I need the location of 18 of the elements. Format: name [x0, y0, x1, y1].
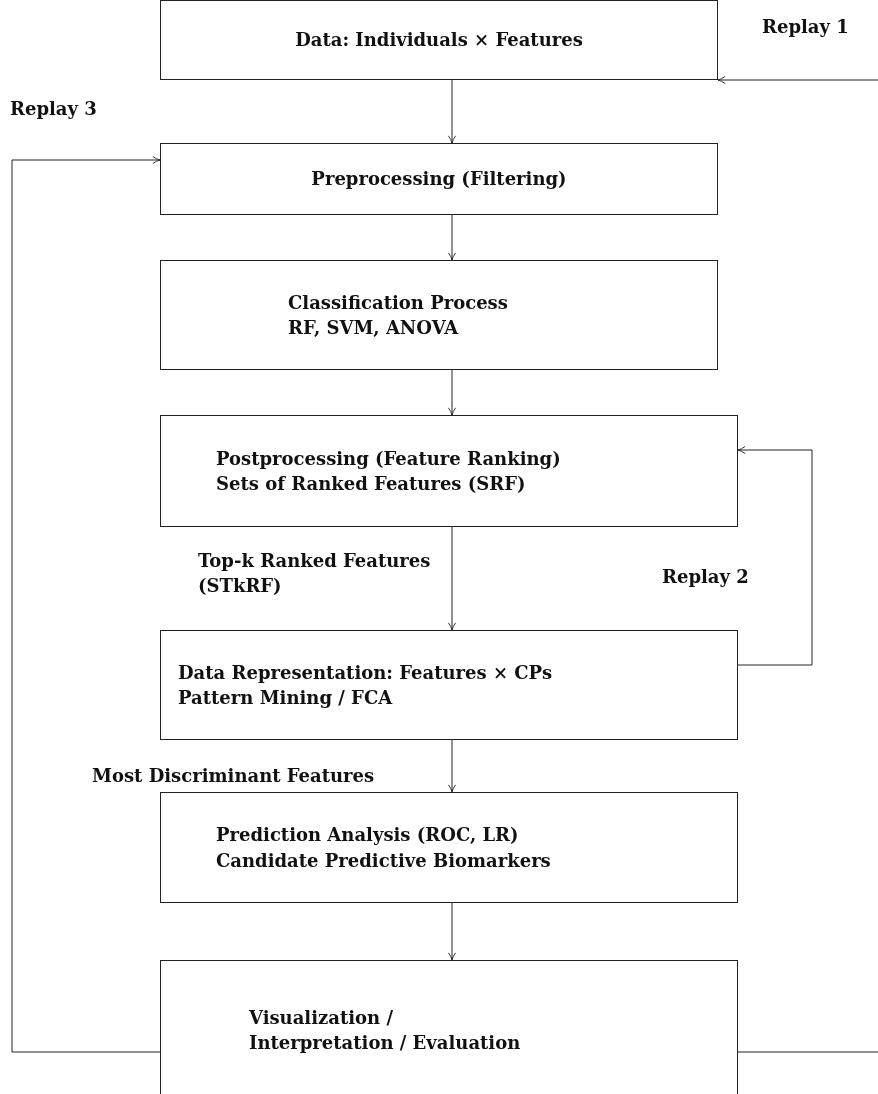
box-text: RF, SVM, ANOVA — [288, 316, 459, 340]
process-box — [160, 260, 718, 370]
box-text: Classification Process — [288, 290, 508, 315]
box-text: Candidate Predictive Biomarkers — [216, 848, 551, 873]
process-box — [160, 0, 718, 80]
box-text: Pattern Mining / FCA — [178, 686, 393, 710]
box-text: Data Representation: Features × CPs — [178, 660, 553, 685]
process-box — [160, 960, 738, 1094]
process-box — [160, 792, 738, 903]
box-text: Preprocessing (Filtering) — [311, 167, 567, 192]
box-text: Postprocessing (Feature Ranking) — [216, 446, 561, 471]
box-text: Visualization / Interpretation / Evaluation — [249, 1005, 521, 1055]
process-box — [160, 415, 738, 527]
process-box — [160, 143, 718, 215]
box-text: Prediction Analysis (ROC, LR) — [216, 823, 519, 848]
process-box — [160, 630, 738, 740]
box-text: Data: Individuals × Features — [295, 28, 583, 53]
box-text: Sets of Ranked Features (SRF) — [216, 472, 526, 496]
